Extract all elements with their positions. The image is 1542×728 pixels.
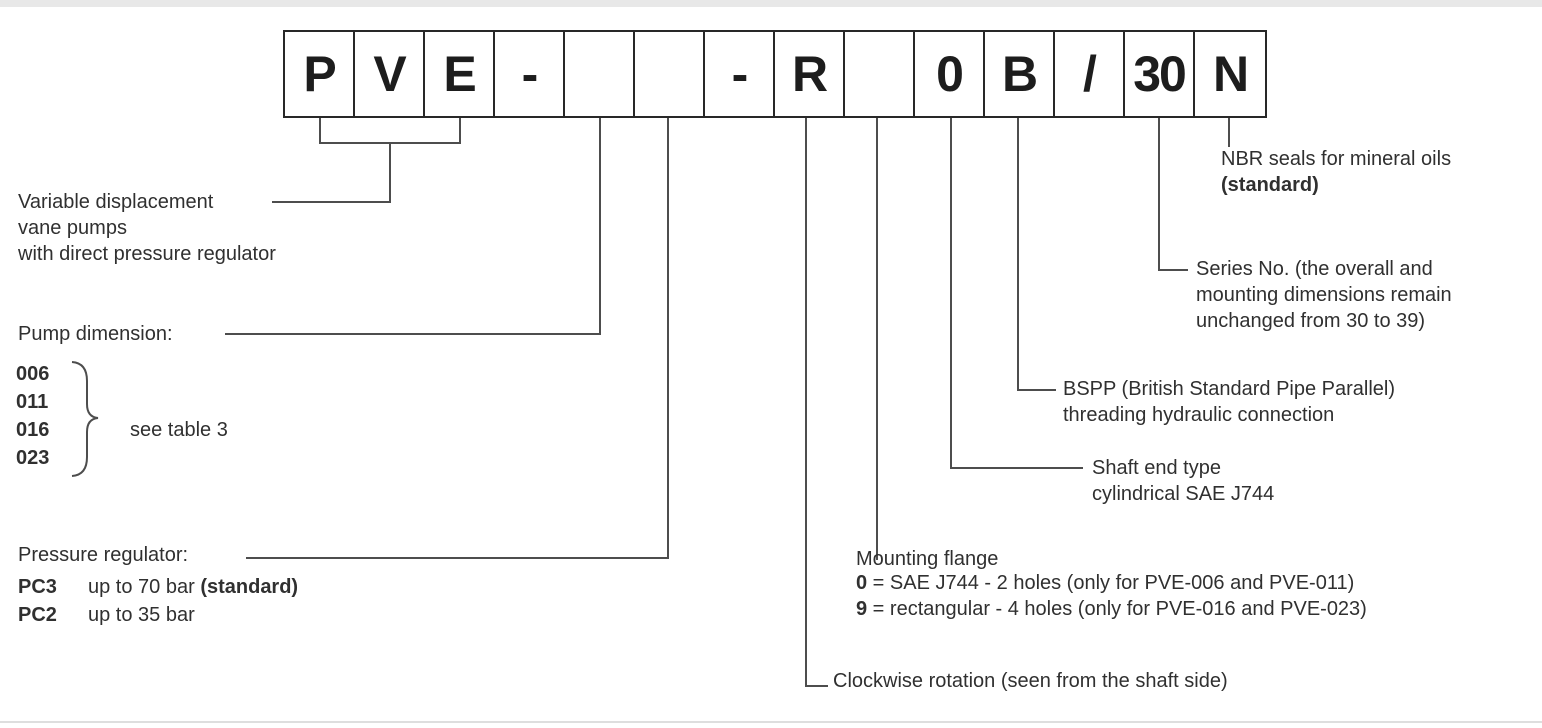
mounting-flange-title: Mounting flange	[856, 548, 999, 570]
flange-0-code: 0	[856, 572, 868, 594]
variable-displacement-line-2: vane pumps	[18, 217, 127, 239]
pump-size-023: 023	[16, 447, 50, 469]
code-cell-9	[845, 32, 915, 116]
pressure-regulator-option-pc2: PC2 up to 35 bar	[18, 604, 195, 627]
pump-dimension-note: see table 3	[130, 419, 228, 441]
code-cell-11: B	[985, 32, 1055, 116]
connector-series-no	[1158, 117, 1188, 271]
variable-displacement-line-3: with direct pressure regulator	[18, 243, 276, 265]
series-no-label: Series No. (the overall and mounting dim…	[1196, 256, 1452, 334]
model-code-boxes: P V E - - R 0 B / 30 N	[283, 30, 1267, 118]
hydraulic-connection-label: BSPP (British Standard Pipe Parallel) th…	[1063, 376, 1395, 428]
pc3-desc: up to 70 bar	[88, 576, 201, 598]
flange-9-desc: = rectangular - 4 holes (only for PVE-01…	[867, 598, 1367, 620]
pc2-desc: up to 35 bar	[88, 604, 195, 626]
code-cell-10: 0	[915, 32, 985, 116]
scan-edge-top	[0, 0, 1542, 7]
hydraulic-connection-line-1: BSPP (British Standard Pipe Parallel)	[1063, 378, 1396, 400]
connector-variable-displacement-drop	[272, 143, 391, 203]
connector-shaft-end	[950, 117, 1083, 469]
connector-hydraulic-connection	[1017, 117, 1056, 391]
connector-variable-displacement	[319, 117, 461, 144]
sizes-brace	[71, 361, 99, 477]
seals-line-1: NBR seals for mineral oils	[1221, 148, 1452, 170]
code-cell-2: V	[355, 32, 425, 116]
shaft-end-label: Shaft end type cylindrical SAE J744	[1092, 455, 1274, 507]
pc2-code: PC2	[18, 604, 57, 626]
hydraulic-connection-line-2: threading hydraulic connection	[1063, 404, 1335, 426]
seals-label: NBR seals for mineral oils (standard)	[1221, 146, 1451, 198]
code-cell-8: R	[775, 32, 845, 116]
flange-9-code: 9	[856, 598, 868, 620]
connector-pressure-regulator	[246, 117, 669, 559]
pressure-regulator-option-pc3: PC3 up to 70 bar (standard)	[18, 576, 298, 599]
series-no-line-2: mounting dimensions remain	[1196, 284, 1452, 306]
code-cell-5	[565, 32, 635, 116]
shaft-end-line-2: cylindrical SAE J744	[1092, 483, 1275, 505]
code-cell-14: N	[1212, 46, 1249, 102]
pump-dimension-title: Pump dimension:	[18, 323, 173, 345]
mounting-flange-option-9: 9 = rectangular - 4 holes (only for PVE-…	[856, 598, 1367, 621]
flange-0-desc: = SAE J744 - 2 holes (only for PVE-006 a…	[867, 572, 1355, 594]
code-cell-6	[635, 32, 705, 116]
connector-pump-dimension	[225, 117, 601, 335]
pump-size-006: 006	[16, 363, 50, 385]
code-cell-12: /	[1055, 32, 1125, 116]
code-cell-13: 30	[1125, 32, 1195, 116]
series-no-line-1: Series No. (the overall and	[1196, 258, 1433, 280]
code-cell-1: P	[285, 32, 355, 116]
pressure-regulator-title: Pressure regulator:	[18, 544, 189, 566]
variable-displacement-line-1: Variable displacement	[18, 191, 214, 213]
variable-displacement-label: Variable displacement vane pumps with di…	[18, 189, 276, 267]
series-no-line-3: unchanged from 30 to 39)	[1196, 310, 1426, 332]
seals-line-2: (standard)	[1221, 174, 1319, 196]
shaft-end-line-1: Shaft end type	[1092, 457, 1221, 479]
mounting-flange-option-0: 0 = SAE J744 - 2 holes (only for PVE-006…	[856, 572, 1354, 595]
rotation-label: Clockwise rotation (seen from the shaft …	[833, 670, 1228, 692]
pc3-code: PC3	[18, 576, 57, 598]
connector-rotation	[805, 117, 828, 687]
pump-size-016: 016	[16, 419, 50, 441]
code-cell-7: -	[705, 32, 775, 116]
scan-edge-bottom	[0, 721, 1542, 723]
pump-dimension-sizes: 006 011 016 023	[16, 360, 49, 472]
code-cell-3: E	[425, 32, 495, 116]
pump-size-011: 011	[16, 391, 49, 413]
code-cell-4: -	[495, 32, 565, 116]
pc3-desc-bold: (standard)	[200, 576, 299, 598]
